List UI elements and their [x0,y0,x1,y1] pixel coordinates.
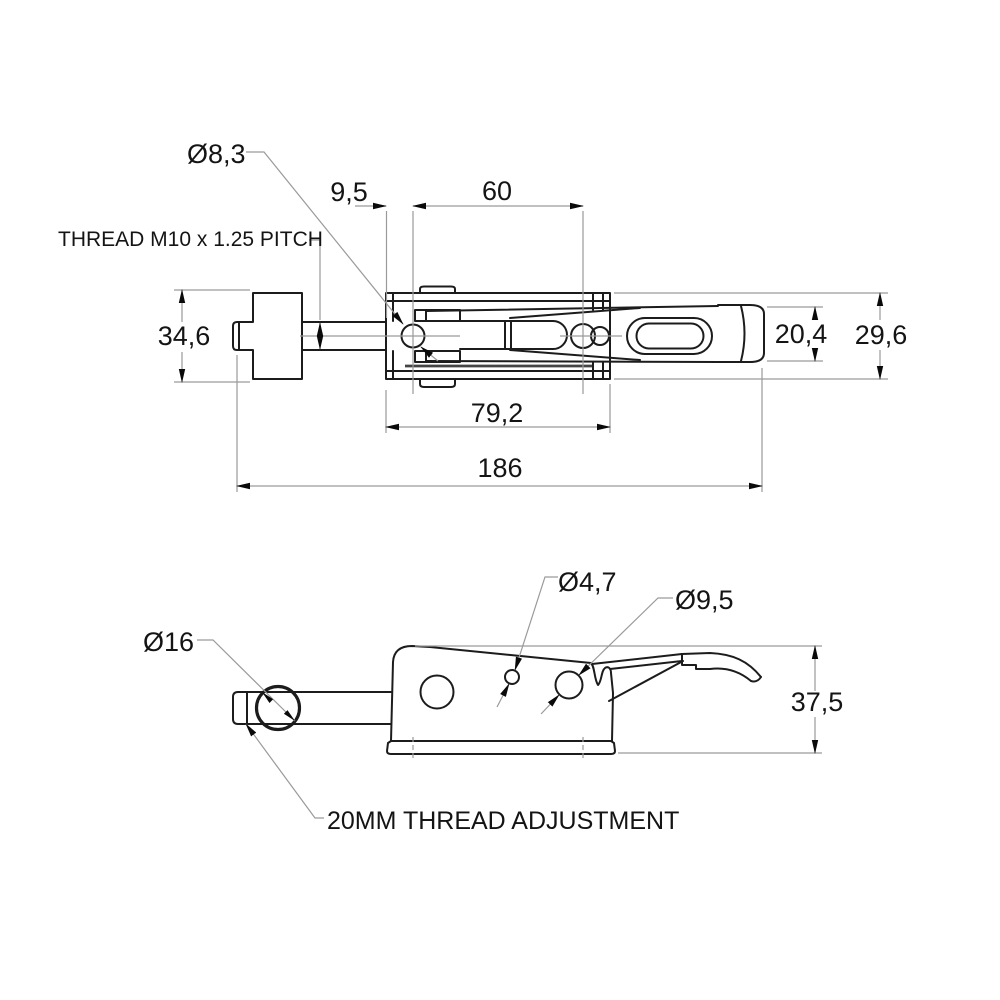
flange-outline [386,740,616,755]
lever-inner-edge [609,660,683,670]
handle-slot-inner [635,322,705,350]
callout-label-hole: Ø8,3 [187,139,246,169]
bottom-tab [419,378,456,388]
lever-bottom-edge [425,360,719,363]
arrowhead [283,710,295,721]
callout-label-small-hole: Ø4,7 [558,567,617,597]
ubolt-rounded-end [552,320,568,350]
lever-underside-edge [608,660,684,702]
leader-thread-adjustment [245,723,324,819]
dim-label-body-width: 29,6 [855,320,908,350]
lever-tip-inner [709,667,752,682]
leader-small-hole [496,683,510,708]
callout-label-knob: Ø16 [143,627,194,657]
dim-label-height: 37,5 [791,687,844,717]
side-view-dimensions: 37,5 Ø4,7 Ø9,5 Ø16 20MM THREAD ADJUSTMEN… [143,567,843,835]
leader-hole-callout [420,346,439,362]
body-small-hole [504,669,520,685]
dim-label-overall-length: 186 [477,453,522,483]
body-medium-hole [554,670,584,700]
knob-circle [254,684,302,732]
dim-label-handle-width: 20,4 [775,319,828,349]
leader-hole-callout [246,151,404,325]
arrowhead [262,692,274,703]
dim-label-hole-spacing: 60 [482,176,512,206]
leader-medium-hole [540,694,560,715]
leader-thread-callout [309,239,321,320]
lever-taper-top [509,307,641,319]
callout-label-medium-hole: Ø9,5 [675,585,734,615]
lever-top-edge [591,653,683,665]
dim-label-hole-offset: 9,5 [330,177,368,207]
cross-knob-outline [232,292,303,380]
leader-knob-diameter [197,639,296,722]
top-tab [419,285,456,294]
callout-label-adjustment: 20MM THREAD ADJUSTMENT [327,807,679,835]
side-view-part [232,645,762,759]
lever-top-edge [425,305,719,312]
top-view-part [232,211,765,394]
body-large-hole [419,674,455,710]
dim-label-base-length: 79,2 [471,398,524,428]
handle-end-inner-arc [740,305,746,362]
lever-tip-outer [681,652,762,678]
rod-end-cap [232,691,248,725]
leader-medium-hole [578,597,673,676]
handle-slot-outer [626,317,713,355]
lever-catch-step [681,653,711,670]
top-view-dimensions: 9,5 60 34,6 20,4 29,6 79,2 186 Ø8,3 THRE… [58,139,907,492]
lever-taper-bottom [509,349,641,361]
lever-tip-cap [750,676,762,683]
handle-end-cap [717,304,765,363]
callout-label-thread: THREAD M10 x 1.25 PITCH [58,228,323,251]
leader-small-hole [514,576,558,671]
dim-label-knob-height: 34,6 [158,321,211,351]
body-outline [390,645,614,742]
